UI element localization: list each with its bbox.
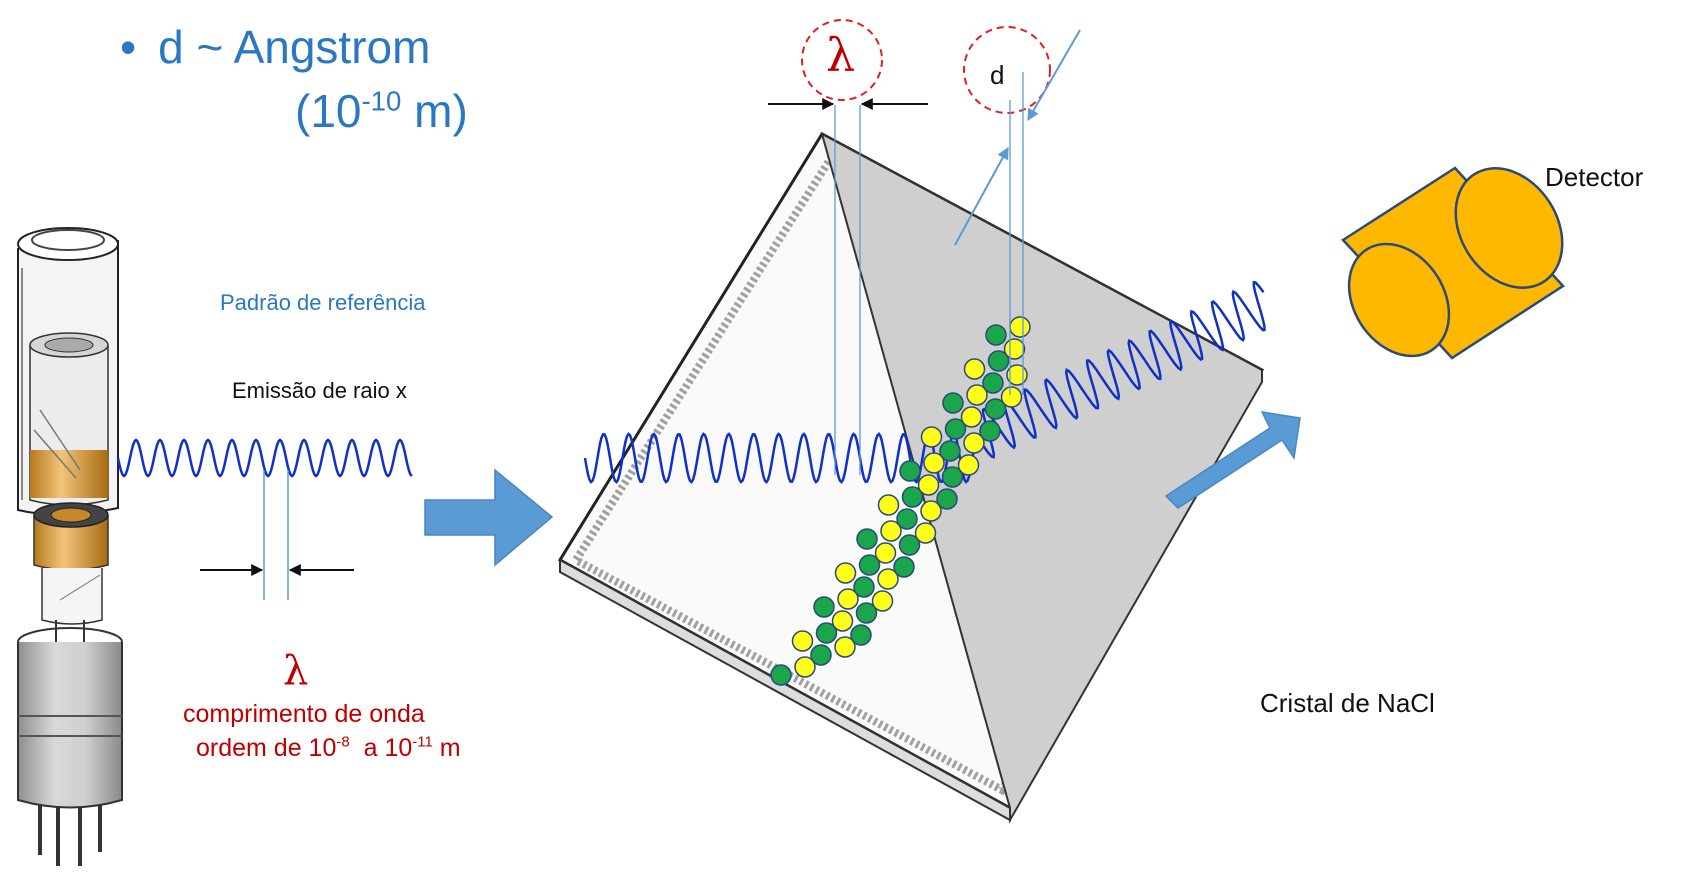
wavelength-exp-high: -11 bbox=[412, 733, 433, 751]
lambda-symbol: λ bbox=[283, 648, 309, 694]
sodium-atom bbox=[815, 622, 838, 644]
chlorine-atom bbox=[837, 588, 859, 610]
chlorine-atom bbox=[1000, 386, 1023, 408]
crystal-lattice-atoms bbox=[770, 316, 1031, 686]
chlorine-atom bbox=[794, 656, 816, 678]
sodium-atom bbox=[853, 576, 875, 598]
wavelength-mid: a 10 bbox=[349, 734, 413, 762]
chlorine-atom bbox=[1009, 316, 1031, 338]
sodium-atom bbox=[987, 350, 1010, 372]
incident-xray-wave bbox=[116, 438, 413, 478]
crystal-label: Cristal de NaCl bbox=[1260, 688, 1435, 718]
sodium-atom bbox=[985, 324, 1007, 346]
sodium-atom bbox=[939, 440, 961, 462]
detector-label: Detector bbox=[1545, 162, 1644, 192]
angstrom-unit: m) bbox=[401, 85, 468, 137]
sodium-atom bbox=[855, 602, 878, 624]
lambda-symbol-top: λ bbox=[826, 28, 856, 82]
chlorine-atom bbox=[960, 406, 983, 428]
xray-tube-illustration bbox=[17, 227, 123, 866]
wavelength-label: comprimento de onda bbox=[183, 700, 425, 728]
chlorine-atom bbox=[831, 610, 854, 632]
sodium-atom bbox=[893, 556, 915, 578]
wavelength-unit: m bbox=[432, 734, 461, 762]
wavelength-marker-top bbox=[768, 19, 928, 475]
diffracted-xray-wave bbox=[976, 280, 1266, 459]
sodium-atom bbox=[770, 664, 792, 686]
reference-label: Padrão de referência bbox=[220, 290, 426, 315]
chlorine-atom bbox=[957, 454, 980, 476]
detector-cylinder bbox=[1341, 166, 1565, 360]
chlorine-atom bbox=[791, 630, 814, 652]
wavelength-exp-low: -8 bbox=[336, 733, 350, 751]
sodium-atom bbox=[810, 644, 832, 666]
angstrom-exponent: -10 bbox=[361, 85, 402, 117]
chlorine-atom bbox=[877, 494, 900, 516]
chlorine-atom bbox=[923, 452, 945, 474]
chlorine-atom bbox=[963, 358, 986, 380]
chlorine-atom bbox=[920, 500, 942, 522]
wavelength-range: ordem de 10-8 a 10-11 m bbox=[196, 734, 461, 763]
sodium-atom bbox=[858, 554, 881, 576]
direction-arrow-icon bbox=[424, 468, 554, 567]
chlorine-atom bbox=[1006, 364, 1028, 386]
chlorine-atom bbox=[880, 520, 902, 542]
incident-wave-crystal bbox=[583, 432, 977, 484]
chlorine-atom bbox=[1003, 338, 1026, 360]
sodium-atom bbox=[936, 488, 958, 510]
lattice-spacing-marker bbox=[954, 26, 1081, 395]
angstrom-value-base: (10 bbox=[295, 85, 362, 137]
sodium-atom bbox=[898, 534, 921, 556]
d-symbol: d bbox=[990, 60, 1005, 90]
chlorine-atom bbox=[914, 522, 937, 544]
chlorine-atom bbox=[966, 384, 988, 406]
chlorine-atom bbox=[877, 568, 899, 590]
angstrom-heading: d ~ Angstrom bbox=[158, 21, 431, 73]
chlorine-atom bbox=[871, 590, 894, 612]
bullet-icon: • bbox=[120, 21, 137, 73]
sodium-atom bbox=[856, 528, 878, 550]
wavelength-prefix: ordem de 10 bbox=[196, 734, 337, 762]
sodium-atom bbox=[982, 372, 1004, 394]
chlorine-atom bbox=[920, 426, 943, 448]
chlorine-atom bbox=[963, 432, 985, 454]
wavelength-marker-left bbox=[200, 470, 354, 600]
sodium-atom bbox=[850, 624, 872, 646]
chlorine-atom bbox=[874, 542, 897, 564]
chlorine-atom bbox=[917, 474, 940, 496]
sodium-atom bbox=[896, 508, 918, 530]
sodium-atom bbox=[942, 392, 964, 414]
chlorine-atom bbox=[834, 562, 857, 584]
sodium-atom bbox=[813, 596, 835, 618]
sodium-atom bbox=[984, 398, 1007, 420]
sodium-atom bbox=[901, 486, 924, 508]
angstrom-value: (10-10 m) bbox=[295, 84, 468, 138]
angstrom-bullet: • d ~ Angstrom bbox=[120, 20, 430, 74]
sodium-atom bbox=[941, 466, 964, 488]
diffraction-arrow-icon bbox=[1164, 411, 1301, 509]
sodium-atom bbox=[979, 420, 1001, 442]
emission-label: Emissão de raio x bbox=[232, 378, 407, 403]
chlorine-atom bbox=[834, 636, 856, 658]
sodium-atom bbox=[899, 460, 921, 482]
sodium-atom bbox=[944, 418, 967, 440]
